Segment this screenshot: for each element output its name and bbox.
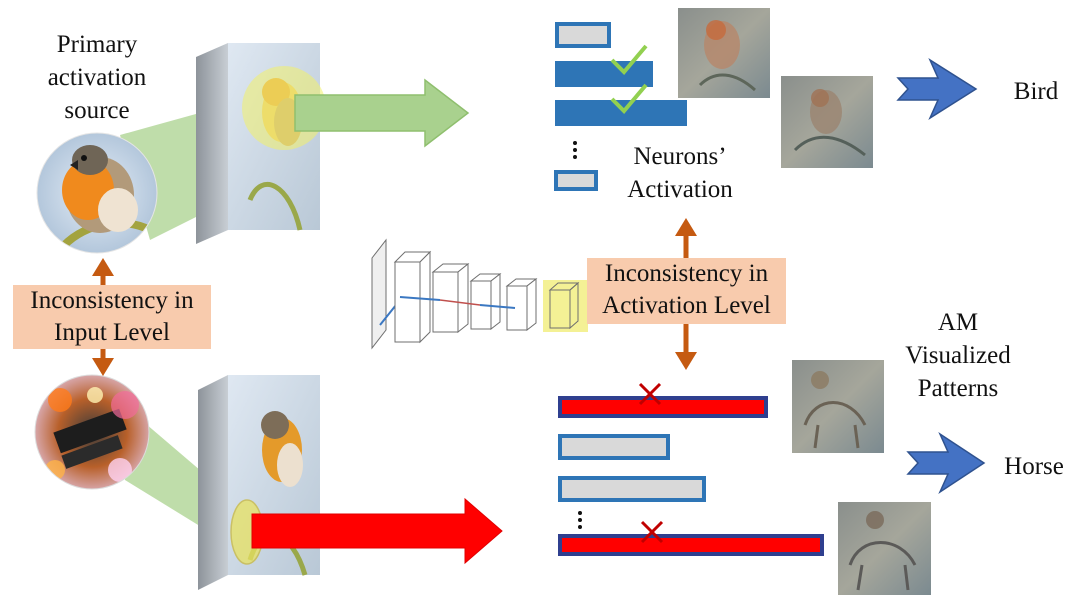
am-pattern-image-bottom-1: [792, 360, 884, 453]
neurons-activation-label: Neurons’ Activation: [627, 143, 733, 203]
cross-icon: [638, 382, 662, 406]
class-label-horse: Horse: [1004, 453, 1064, 480]
am-visualized-patterns-label: AM Visualized Patterns: [905, 309, 1011, 402]
bird-image-circle: [37, 133, 157, 253]
vertical-ellipsis-icon: [573, 141, 577, 159]
input-panel-bottom: [198, 375, 320, 590]
input-level-box: Inconsistency in Input Level: [13, 285, 211, 349]
bottom-activation-bars: [558, 382, 824, 556]
blue-arrow-top: [896, 58, 978, 120]
top-activation-bars: [554, 22, 687, 191]
neuron-bar: [558, 534, 824, 556]
check-icon: [610, 44, 648, 75]
am-pattern-image-bottom-2: [838, 502, 931, 595]
adversarial-noise-circle: [35, 375, 149, 489]
cross-icon: [640, 520, 664, 544]
neuron-bar: [558, 396, 768, 418]
am-pattern-image-top-2: [781, 76, 873, 168]
activation-level-box: Inconsistency in Activation Level: [587, 258, 786, 324]
check-icon: [610, 83, 648, 114]
neuron-bar: [558, 434, 670, 460]
class-label-bird: Bird: [1013, 78, 1059, 105]
neuron-bar: [554, 170, 598, 191]
neuron-bar: [555, 22, 611, 48]
blue-arrow-bottom: [906, 431, 986, 495]
neuron-bar: [558, 476, 706, 502]
cnn-architecture: [371, 238, 538, 350]
neuron-bar: [555, 61, 653, 87]
neuron-bar: [555, 100, 687, 126]
green-arrow: [294, 78, 470, 148]
primary-source-label: Primary activation source: [47, 31, 147, 124]
red-arrow: [251, 497, 503, 565]
vertical-ellipsis-icon: [578, 511, 582, 529]
am-pattern-image-top-1: [678, 8, 770, 98]
